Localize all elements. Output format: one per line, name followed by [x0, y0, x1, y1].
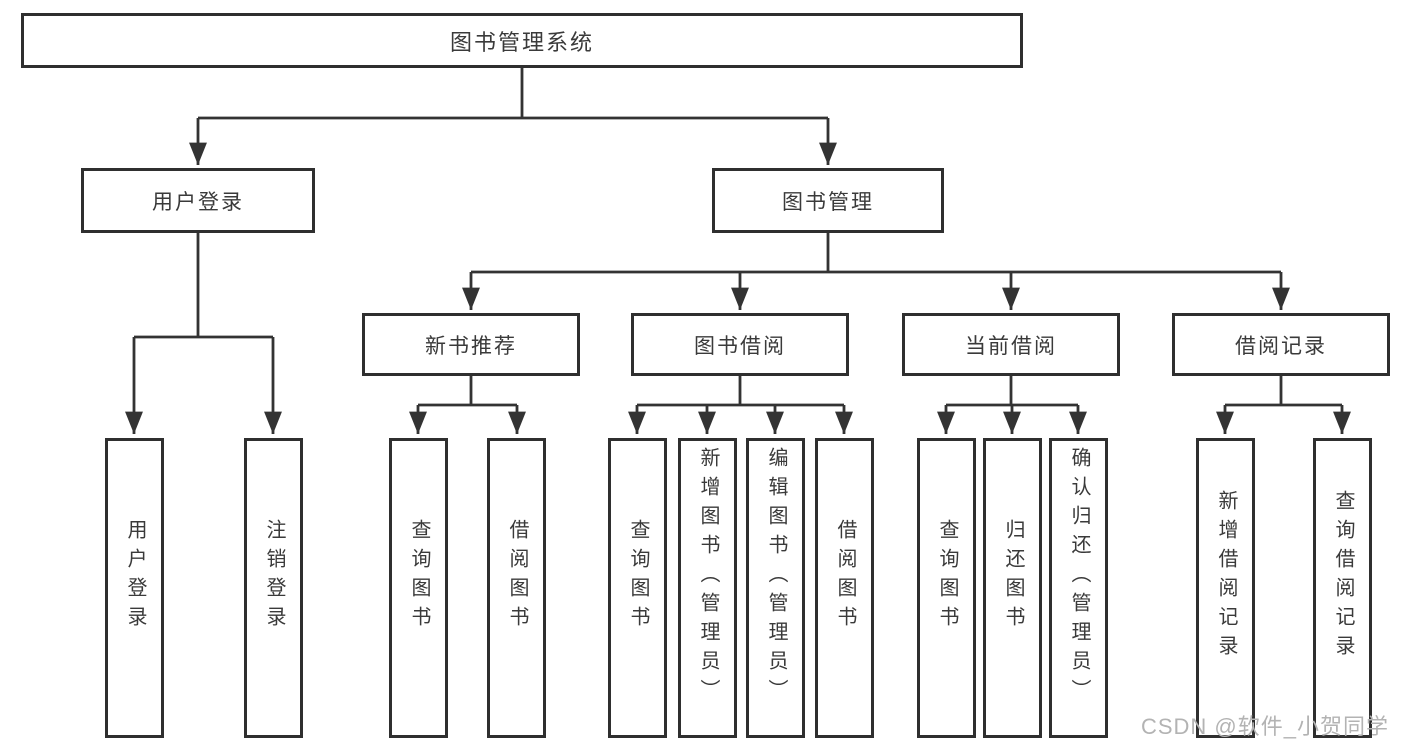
leaf-label: 编辑图书（管理员） — [765, 446, 787, 708]
node-book-borrowing: 图书借阅 — [631, 313, 849, 376]
node-label: 图书管理 — [782, 190, 874, 214]
node-label: 图书管理系统 — [449, 29, 594, 55]
leaf-borrowing-borrow-books: 借阅图书 — [815, 438, 874, 738]
leaf-label: 借阅图书 — [834, 519, 856, 635]
leaf-logout: 注销登录 — [244, 438, 303, 738]
node-library-system: 图书管理系统 — [21, 13, 1023, 68]
node-label: 图书借阅 — [694, 334, 786, 358]
leaf-label: 查询图书 — [408, 519, 430, 635]
node-label: 当前借阅 — [965, 334, 1057, 358]
leaf-label: 确认归还（管理员） — [1068, 446, 1090, 708]
leaf-records-query-record: 查询借阅记录 — [1313, 438, 1372, 738]
leaf-label: 归还图书 — [1002, 519, 1024, 635]
node-book-management: 图书管理 — [712, 168, 944, 233]
leaf-label: 借阅图书 — [506, 519, 528, 635]
leaf-label: 查询借阅记录 — [1332, 490, 1354, 664]
node-label: 新书推荐 — [425, 334, 517, 358]
leaf-borrowing-query-books: 查询图书 — [608, 438, 667, 738]
csdn-watermark: CSDN @软件_小贺同学 — [1140, 714, 1389, 739]
leaf-current-return-books: 归还图书 — [983, 438, 1042, 738]
leaf-borrowing-add-books-admin: 新增图书（管理员） — [678, 438, 737, 738]
leaf-current-confirm-return-admin: 确认归还（管理员） — [1049, 438, 1108, 738]
leaf-label: 查询图书 — [627, 519, 649, 635]
leaf-label: 用户登录 — [124, 519, 146, 635]
leaf-borrowing-edit-books-admin: 编辑图书（管理员） — [746, 438, 805, 738]
leaf-label: 新增借阅记录 — [1215, 490, 1237, 664]
leaf-user-login: 用户登录 — [105, 438, 164, 738]
leaf-current-query-books: 查询图书 — [917, 438, 976, 738]
leaf-label: 查询图书 — [936, 519, 958, 635]
leaf-label: 注销登录 — [263, 519, 285, 635]
leaf-records-add-record: 新增借阅记录 — [1196, 438, 1255, 738]
node-borrow-records: 借阅记录 — [1172, 313, 1390, 376]
leaf-recommend-borrow-books: 借阅图书 — [487, 438, 546, 738]
node-new-book-recommend: 新书推荐 — [362, 313, 580, 376]
node-label: 用户登录 — [152, 190, 244, 214]
node-label: 借阅记录 — [1235, 334, 1327, 358]
leaf-recommend-query-books: 查询图书 — [389, 438, 448, 738]
node-user-login: 用户登录 — [81, 168, 315, 233]
node-current-borrowing: 当前借阅 — [902, 313, 1120, 376]
leaf-label: 新增图书（管理员） — [697, 446, 719, 708]
